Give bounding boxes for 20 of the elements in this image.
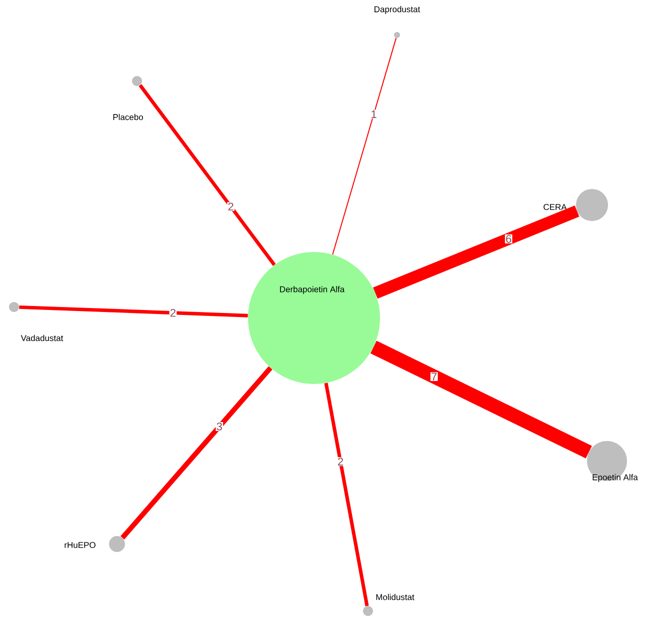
edge-label: 2: [227, 202, 234, 212]
node-label: rHuEPO: [64, 542, 96, 548]
edge-label: 3: [216, 422, 224, 431]
edge-line: [120, 366, 272, 540]
edge-line: [332, 38, 397, 255]
edge-line: [138, 84, 276, 266]
edge-label: 2: [169, 308, 177, 318]
node-label: Molidustat: [376, 594, 414, 600]
edge-line: [324, 382, 369, 606]
node-label: Daprodustat: [374, 6, 420, 14]
edge-line: [370, 340, 592, 458]
node-label: Epoetin Alfa: [592, 474, 638, 482]
edge-label: 1: [370, 110, 378, 119]
node-label: CERA: [544, 204, 567, 210]
node-label: Placebo: [113, 114, 143, 120]
edge-label: 2: [336, 457, 344, 466]
edge-line: [19, 305, 248, 318]
node-label: Derbapoietin Alfa: [280, 286, 345, 294]
edge-line: [373, 206, 580, 299]
node-label: Vadadustat: [20, 334, 64, 342]
